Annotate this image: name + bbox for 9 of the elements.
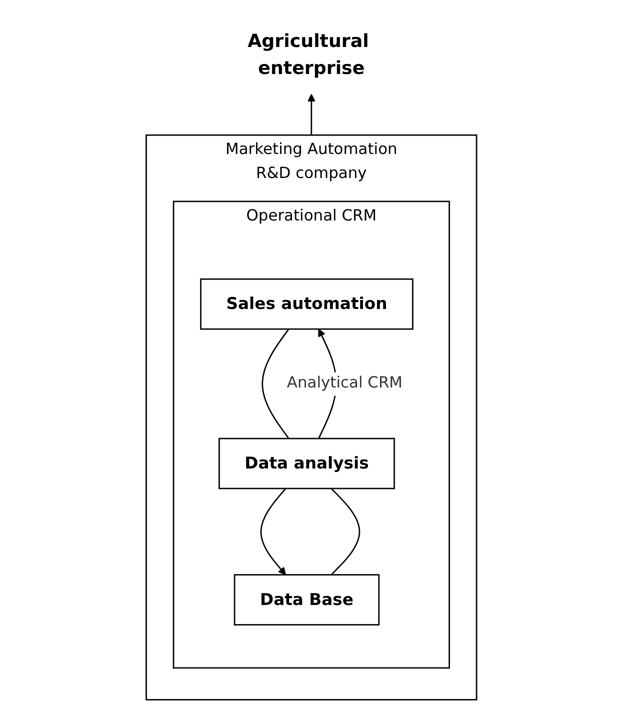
connector (330, 488, 360, 575)
node-box: Sales automation (200, 278, 414, 330)
connector (262, 328, 290, 438)
edge-label: Analytical CRM (287, 374, 403, 392)
node-box: Data analysis (218, 437, 396, 489)
arrow (260, 488, 286, 575)
node-text: Agricultural enterprise (248, 29, 369, 78)
arrow (308, 93, 316, 135)
node-box: Data Base (234, 574, 380, 625)
